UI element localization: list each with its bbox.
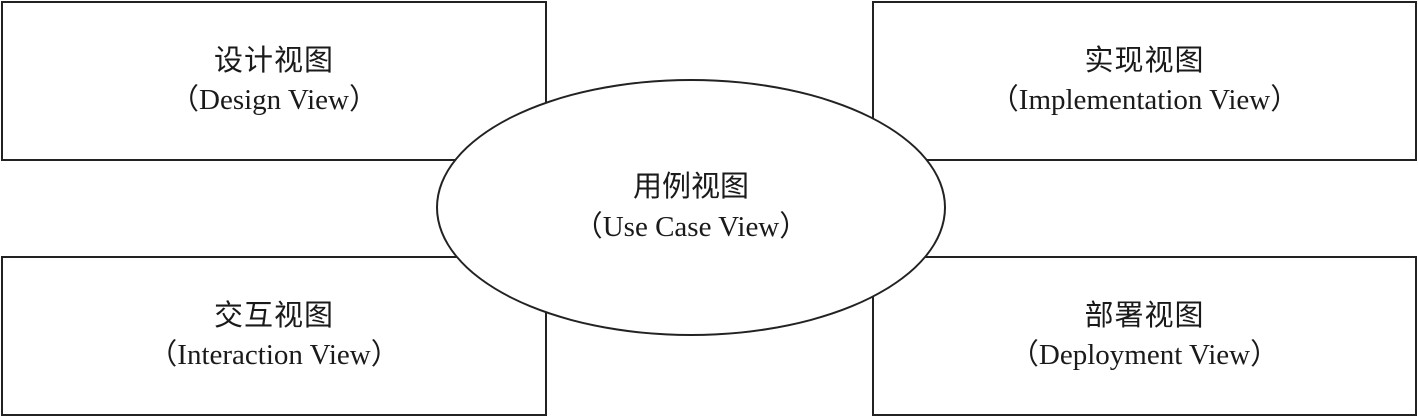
implementation-view-title-en: （Implementation View） [989,84,1300,116]
interaction-view-title-en: （Interaction View） [148,339,400,371]
design-view-title-en: （Design View） [170,84,378,116]
use-case-view-ellipse: 用例视图 （Use Case View） [436,79,946,336]
deployment-view-box: 部署视图 （Deployment View） [872,256,1417,416]
deployment-view-title-en: （Deployment View） [1009,339,1280,371]
implementation-view-box: 实现视图 （Implementation View） [872,1,1417,161]
use-case-view-title-zh: 用例视图 [632,171,749,204]
interaction-view-title-zh: 交互视图 [213,299,334,332]
design-view-title-zh: 设计视图 [213,44,334,77]
interaction-view-box: 交互视图 （Interaction View） [1,256,547,416]
use-case-view-title-en: （Use Case View） [573,210,809,243]
design-view-box: 设计视图 （Design View） [1,1,547,161]
implementation-view-title-zh: 实现视图 [1084,44,1205,77]
deployment-view-title-zh: 部署视图 [1084,299,1205,332]
